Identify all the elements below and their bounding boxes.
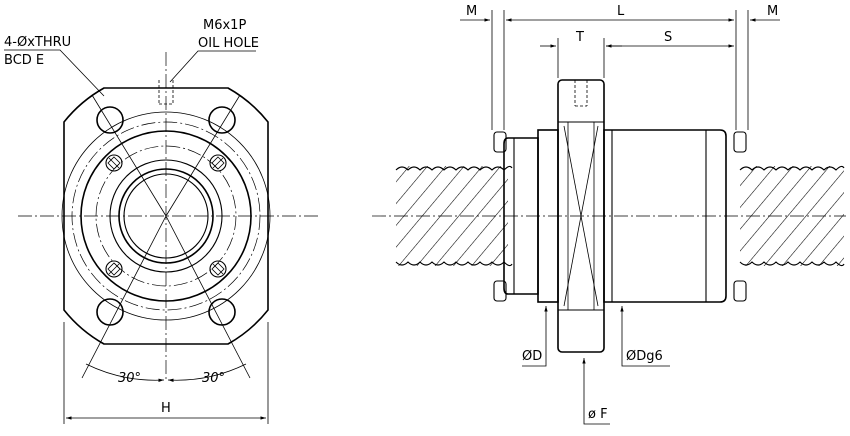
bcd-callout: BCD E: [4, 53, 44, 68]
dim-m-right-label: M: [767, 4, 778, 19]
nut-body-right: [603, 129, 727, 303]
front-view: [4, 49, 318, 424]
flange-body-circle: [61, 111, 271, 321]
cap-screw-top-left: [105, 154, 123, 172]
bore-circle: [118, 168, 214, 264]
angle-label-left: 30°: [118, 371, 141, 386]
dim-l-label: L: [617, 4, 625, 19]
radial-line-bl: [81, 215, 167, 379]
dim-f-leader: [582, 358, 610, 425]
bolt-circle: [71, 121, 261, 311]
flange-outline: [63, 87, 269, 345]
wiper-stud-tl: [493, 131, 507, 153]
dim-d-leader: [522, 306, 548, 367]
nut-endcap-left: [503, 137, 539, 295]
mount-hole-top-right: [208, 106, 236, 134]
leader-oil-hole: [169, 50, 256, 83]
screw-outer-circle: [123, 173, 209, 259]
dim-dg6-label: ØDg6: [626, 349, 663, 364]
dim-m-left-label: M: [466, 4, 477, 19]
wiper-stud-br: [733, 280, 747, 302]
radial-line-tl: [91, 94, 167, 217]
screw-thread-left: [395, 165, 513, 267]
dim-t-label: T: [575, 30, 584, 45]
dim-s-label: S: [664, 30, 672, 45]
dim-dg6-leader: [620, 306, 670, 367]
leader-holes: [4, 49, 105, 97]
screw-thread-right: [739, 165, 845, 267]
mount-hole-bottom-left: [96, 298, 124, 326]
seal-circle: [109, 159, 223, 273]
mount-hole-top-left: [96, 106, 124, 134]
cap-screw-bottom-right: [209, 260, 227, 278]
wiper-stud-bl: [493, 280, 507, 302]
thread-callout: M6x1P: [203, 18, 246, 33]
dim-d-label: ØD: [522, 349, 542, 364]
cap-screw-top-right: [209, 154, 227, 172]
angle-label-right: 30°: [202, 371, 225, 386]
mount-hole-bottom-right: [208, 298, 236, 326]
dim-f-label: ø F: [588, 407, 608, 422]
cap-screw-bottom-left: [105, 260, 123, 278]
h-dimension-label: H: [161, 401, 171, 416]
wiper-stud-tr: [733, 131, 747, 153]
holes-callout: 4-ØxTHRU: [4, 35, 71, 50]
side-view: [372, 10, 846, 425]
wiper-circle: [95, 145, 237, 287]
radial-line-tr: [165, 94, 241, 217]
radial-line-br: [165, 215, 251, 379]
flange-cross-2: [563, 125, 599, 307]
oil-hole-callout: OIL HOLE: [198, 36, 259, 51]
angle-arc-left: [85, 363, 165, 382]
angle-arc-right: [167, 363, 247, 382]
nut-body-circle: [80, 130, 252, 302]
